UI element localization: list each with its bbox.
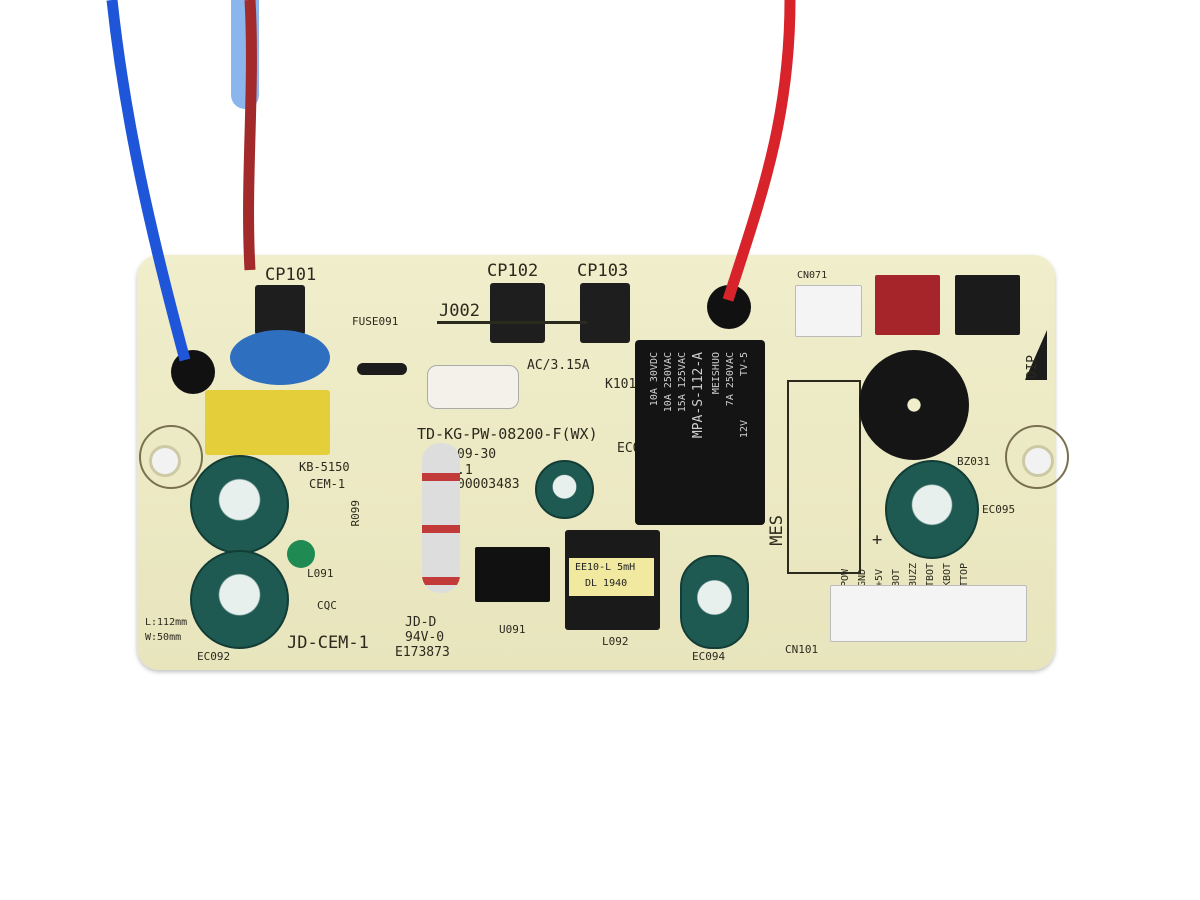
label-plus: + (872, 530, 883, 550)
label-u091: U091 (499, 623, 526, 636)
jumper-trace (437, 321, 587, 324)
connector-red (875, 275, 940, 335)
mounting-ring-right (1005, 425, 1069, 489)
wire-solder-left (171, 350, 215, 394)
label-ec092: EC092 (197, 650, 231, 663)
terminal-cp103 (580, 283, 630, 343)
terminal-cp102 (490, 283, 545, 343)
mounting-ring-left (139, 425, 203, 489)
transformer-text-2: DL 1940 (585, 578, 628, 589)
capacitor-ec095 (885, 460, 979, 559)
label-width: W:50mm (145, 632, 182, 643)
fuse-bar (357, 363, 407, 375)
disc-capacitor (230, 330, 330, 385)
capacitor-ec092 (190, 550, 289, 649)
terminal-cp101 (255, 285, 305, 335)
label-l091: L091 (307, 567, 334, 580)
label-date: 09-30 (457, 447, 497, 462)
label-cn071: CN071 (797, 270, 828, 281)
connector-cn071 (795, 285, 862, 337)
label-94v0: 94V-0 (405, 630, 445, 645)
red-wire-right (722, 0, 796, 302)
label-ec094: EC094 (692, 650, 726, 663)
label-fuse: FUSE091 (352, 315, 399, 328)
fuse (427, 365, 519, 409)
label-cp101: CP101 (265, 265, 317, 285)
label-length: L:112mm (145, 617, 188, 628)
blue-wire (106, 0, 191, 362)
ic-u091 (475, 547, 550, 602)
label-bz031: BZ031 (957, 455, 991, 468)
pcb-board: CP101 CP102 CP103 J002 KB-5150 CEM-1 FUS… (137, 255, 1069, 670)
buzzer (859, 350, 969, 460)
x-capacitor (205, 390, 330, 455)
power-resistor (422, 443, 460, 593)
label-cem1: CEM-1 (309, 477, 346, 491)
label-cp102: CP102 (487, 261, 539, 281)
transformer-text-1: EE10-L 5mH (575, 562, 636, 573)
connector-black (955, 275, 1020, 335)
transformer-label-plate (569, 558, 654, 596)
label-kb: KB-5150 (299, 460, 350, 474)
label-serial: 00003483 (457, 477, 520, 492)
green-inductor (287, 540, 315, 568)
label-ec095: EC095 (982, 503, 1016, 516)
label-ul: E173873 (395, 645, 450, 660)
label-fuse-rating: AC/3.15A (527, 358, 590, 373)
label-cqc: CQC (317, 599, 337, 612)
transformer-l092: EE10-L 5mH DL 1940 (565, 530, 660, 630)
label-jdd: JD-D (405, 615, 437, 630)
red-wire-left (243, 0, 257, 271)
capacitor-ec093 (535, 460, 594, 519)
label-k101: K101 (605, 377, 637, 392)
relay: 10A 30VDC 10A 250VAC 15A 125VAC MPA-S-11… (635, 340, 765, 525)
label-l092: L092 (602, 635, 629, 648)
dip-arrow-icon (1025, 330, 1047, 380)
label-j002: J002 (439, 301, 480, 321)
label-jdcem: JD-CEM-1 (287, 633, 369, 653)
connector-cn101 (830, 585, 1027, 642)
mes-outline (787, 380, 861, 574)
label-version: .1 (457, 463, 473, 478)
label-cp103: CP103 (577, 261, 629, 281)
label-model: TD-KG-PW-08200-F(WX) (417, 425, 598, 443)
label-cn101: CN101 (785, 643, 819, 656)
capacitor-ec094 (680, 555, 749, 649)
